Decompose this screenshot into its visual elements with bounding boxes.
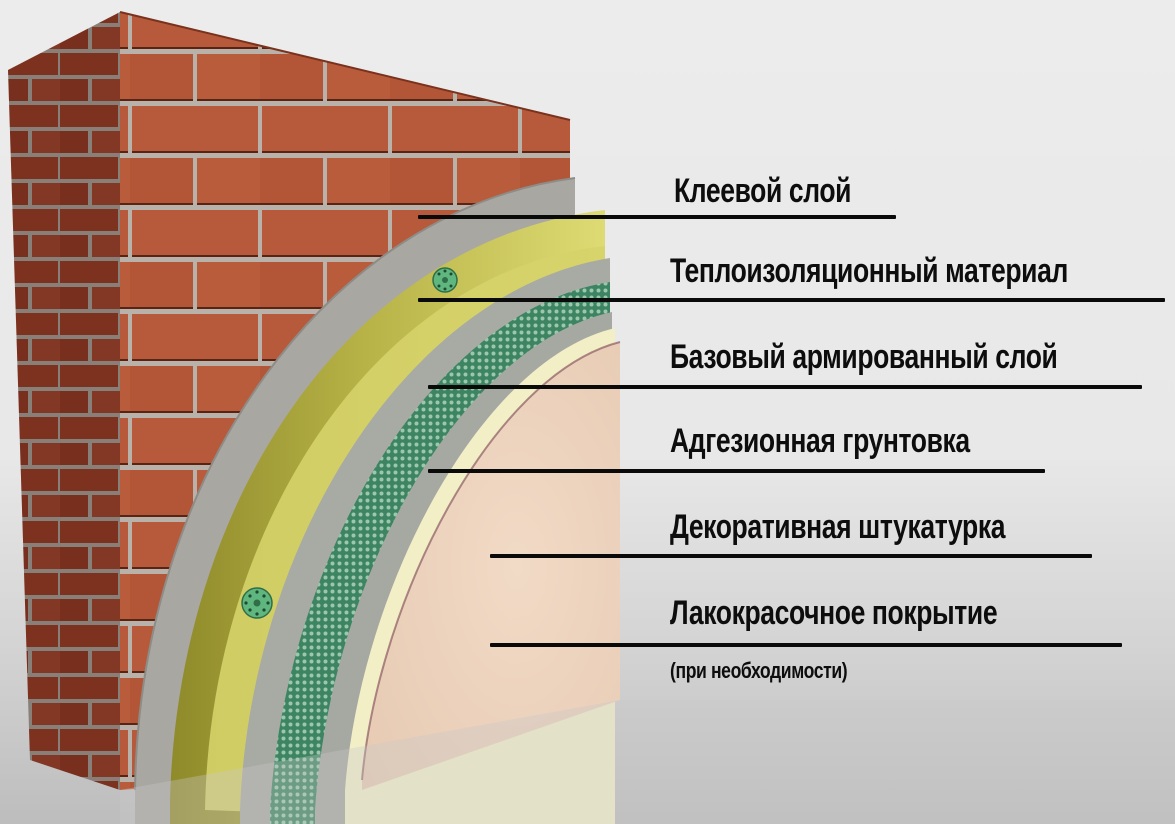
leader-line-decorative-plaster [490, 554, 1092, 558]
brick-wall-side [8, 12, 120, 790]
label-adhesive-layer: Клеевой слой [674, 172, 852, 210]
label-if-necessary-note: (при необходимости) [670, 658, 848, 683]
label-insulation-material: Теплоизоляционный материал [670, 252, 1068, 290]
anchor-dowel-icon [432, 267, 458, 293]
leader-line-paint-coating [490, 643, 1122, 647]
leader-line-base-reinforced [428, 385, 1142, 389]
label-adhesion-primer: Адгезионная грунтовка [670, 422, 970, 460]
leader-line-insulation [418, 298, 1165, 302]
leader-line-primer [428, 469, 1045, 473]
anchor-dowel-icon [241, 587, 273, 619]
label-base-reinforced-layer: Базовый армированный слой [670, 338, 1058, 376]
label-decorative-plaster: Декоративная штукатурка [670, 508, 1006, 546]
label-paint-coating: Лакокрасочное покрытие [670, 594, 998, 632]
leader-line-adhesive [418, 215, 896, 219]
decorative-plaster-layer [362, 342, 620, 790]
